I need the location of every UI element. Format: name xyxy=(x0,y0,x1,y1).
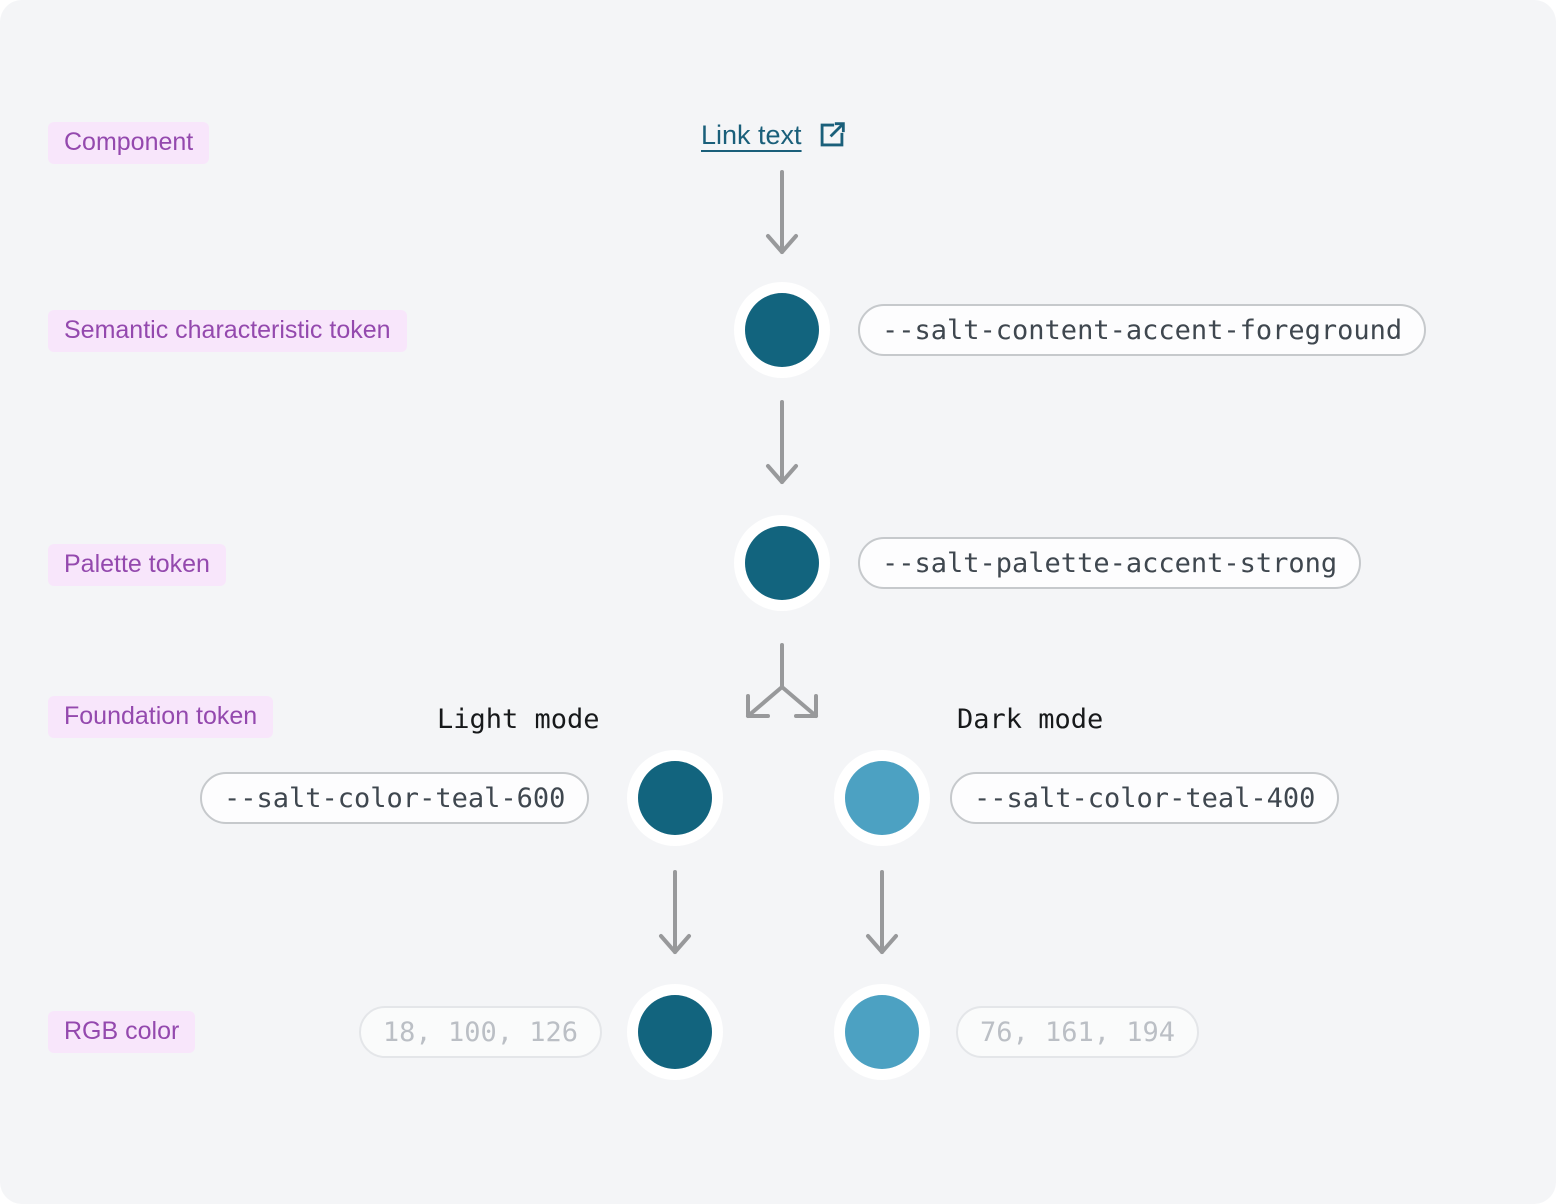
arrow-down-icon xyxy=(764,170,800,263)
row-label-palette: Palette token xyxy=(48,544,226,586)
arrow-down-icon xyxy=(764,400,800,493)
dark-mode-label: Dark mode xyxy=(957,704,1104,735)
foundation-dark-swatch-color xyxy=(845,761,919,835)
light-mode-label: Light mode xyxy=(437,704,600,735)
palette-token-swatch xyxy=(734,515,830,611)
foundation-dark-token-pill: --salt-color-teal-400 xyxy=(950,772,1340,824)
row-label-semantic: Semantic characteristic token xyxy=(48,310,407,352)
rgb-dark-swatch xyxy=(834,984,930,1080)
semantic-token-swatch xyxy=(734,282,830,378)
arrow-down-icon xyxy=(864,870,900,963)
semantic-token-swatch-color xyxy=(745,293,819,367)
row-label-rgb: RGB color xyxy=(48,1011,196,1053)
rgb-dark-swatch-color xyxy=(845,995,919,1069)
arrow-down-icon xyxy=(657,870,693,963)
row-label-component: Component xyxy=(48,122,210,164)
branch-arrows-icon xyxy=(737,643,827,728)
link-text[interactable]: Link text xyxy=(701,118,849,152)
rgb-light-value-pill: 18, 100, 126 xyxy=(358,1006,602,1058)
foundation-light-swatch xyxy=(627,750,723,846)
palette-token-swatch-color xyxy=(745,526,819,600)
row-label-foundation: Foundation token xyxy=(48,696,274,738)
palette-token-pill: --salt-palette-accent-strong xyxy=(858,537,1362,589)
foundation-light-token-pill: --salt-color-teal-600 xyxy=(200,772,590,824)
foundation-dark-swatch xyxy=(834,750,930,846)
rgb-light-swatch xyxy=(627,984,723,1080)
external-link-icon xyxy=(815,118,849,152)
rgb-dark-value-pill: 76, 161, 194 xyxy=(956,1006,1200,1058)
semantic-token-pill: --salt-content-accent-foreground xyxy=(858,304,1427,356)
foundation-light-swatch-color xyxy=(638,761,712,835)
rgb-light-swatch-color xyxy=(638,995,712,1069)
link-text-label: Link text xyxy=(701,119,802,150)
